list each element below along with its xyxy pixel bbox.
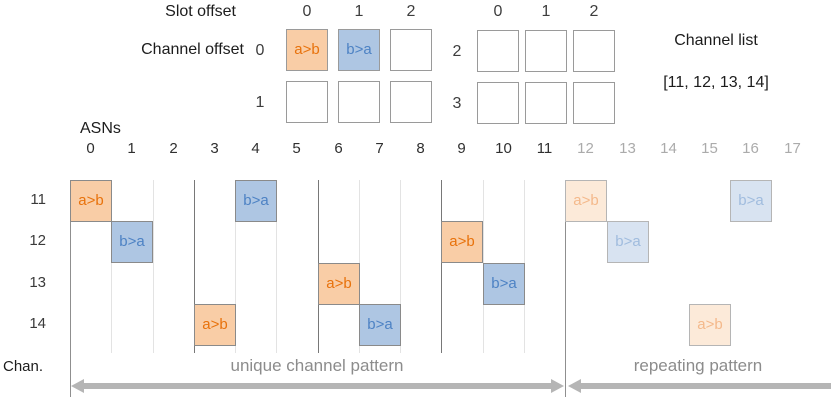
arrow-bar	[83, 383, 551, 389]
asn-tick-4: 4	[251, 140, 260, 157]
asn-tick-14: 14	[660, 140, 677, 157]
channel-label-13: 13	[29, 274, 46, 291]
channel-label-11: 11	[30, 191, 46, 208]
matrix-cell-co0-so0: a>b	[286, 29, 328, 71]
schedule-cell-asn12-ch11: a>b	[565, 180, 607, 222]
pattern-boundary-line	[70, 180, 71, 397]
schedule-cell-asn4-ch11: b>a	[235, 180, 277, 222]
asn-tick-12: 12	[577, 140, 594, 157]
slotframe-boundary-line	[441, 180, 442, 353]
grid-line	[235, 180, 236, 353]
matrix-cell-co1-so2	[390, 81, 432, 123]
schedule-cell-asn7-ch14: b>a	[359, 304, 401, 346]
asn-tick-13: 13	[619, 140, 636, 157]
repeating-pattern-label: repeating pattern	[633, 356, 763, 375]
schedule-cell-asn16-ch11: b>a	[730, 180, 772, 222]
matrix-cell-co3-so2	[573, 82, 615, 124]
matrix-cell-co1-so1	[338, 81, 380, 123]
arrowhead-right-icon	[551, 379, 564, 393]
matrix-cell-co3-so1	[525, 82, 567, 124]
grid-line	[153, 180, 154, 353]
schedule-cell-asn10-ch13: b>a	[483, 263, 525, 305]
schedule-cell-asn13-ch12: b>a	[607, 221, 649, 263]
gr2-channel-offset-label-3: 3	[452, 95, 462, 112]
grid1-slot-label-0: 0	[302, 3, 312, 20]
channel-list-value: [11, 12, 13, 14]	[663, 74, 769, 91]
asn-tick-16: 16	[742, 140, 759, 157]
asn-tick-9: 9	[457, 140, 466, 157]
channel-label-14: 14	[29, 315, 46, 332]
grid2-slot-label-2: 2	[589, 3, 599, 20]
channel-label-12: 12	[29, 232, 46, 249]
matrix-cell-co1-so0	[286, 81, 328, 123]
channel-list-title: Channel list	[674, 32, 758, 49]
asn-tick-7: 7	[375, 140, 384, 157]
schedule-cell-asn15-ch14: a>b	[689, 304, 731, 346]
asn-tick-17: 17	[784, 140, 801, 157]
arrowhead-left-icon	[568, 379, 581, 393]
grid-line	[111, 180, 112, 353]
asn-tick-5: 5	[292, 140, 301, 157]
schedule-cell-asn3-ch14: a>b	[194, 304, 236, 346]
asn-tick-6: 6	[334, 140, 343, 157]
matrix-cell-co0-so2	[390, 29, 432, 71]
grid1-channel-offset-label-0: 0	[255, 42, 265, 59]
schedule-cell-asn9-ch12: a>b	[441, 221, 483, 263]
arrowhead-left-icon	[71, 379, 84, 393]
matrix-cell-co2-so1	[525, 30, 567, 72]
asn-tick-11: 11	[536, 140, 553, 157]
grid-line	[400, 180, 401, 353]
grid1-channel-offset-label-1: 1	[255, 94, 265, 111]
asn-tick-10: 10	[495, 140, 512, 157]
matrix-cell-co2-so2	[573, 30, 615, 72]
grid1-slot-label-1: 1	[354, 3, 364, 20]
asn-tick-15: 15	[701, 140, 718, 157]
matrix-cell-co0-so1: b>a	[338, 29, 380, 71]
grid2-slot-label-1: 1	[541, 3, 551, 20]
asn-tick-3: 3	[210, 140, 219, 157]
matrix-cell-co2-so0	[477, 30, 519, 72]
schedule-cell-asn1-ch12: b>a	[111, 221, 153, 263]
asn-tick-2: 2	[169, 140, 178, 157]
grid-line	[276, 180, 277, 353]
channel-offset-label: Channel offset	[141, 41, 244, 58]
grid2-slot-label-0: 0	[493, 3, 503, 20]
pattern-boundary-line	[565, 180, 566, 397]
asns-label: ASNs	[80, 120, 121, 137]
arrow-bar	[581, 383, 831, 389]
slotframe-boundary-line	[194, 180, 195, 353]
asn-tick-8: 8	[416, 140, 425, 157]
grid1-slot-label-2: 2	[406, 3, 416, 20]
matrix-cell-co3-so0	[477, 82, 519, 124]
asn-tick-0: 0	[86, 140, 95, 157]
asn-tick-1: 1	[127, 140, 136, 157]
chan-axis-label: Chan.	[3, 358, 44, 375]
unique-pattern-label: unique channel pattern	[230, 356, 404, 375]
schedule-cell-asn6-ch13: a>b	[318, 263, 360, 305]
slot-offset-label: Slot offset	[165, 3, 236, 20]
grid2-channel-offset-label-2: 2	[452, 43, 462, 60]
schedule-cell-asn0-ch11: a>b	[70, 180, 112, 222]
